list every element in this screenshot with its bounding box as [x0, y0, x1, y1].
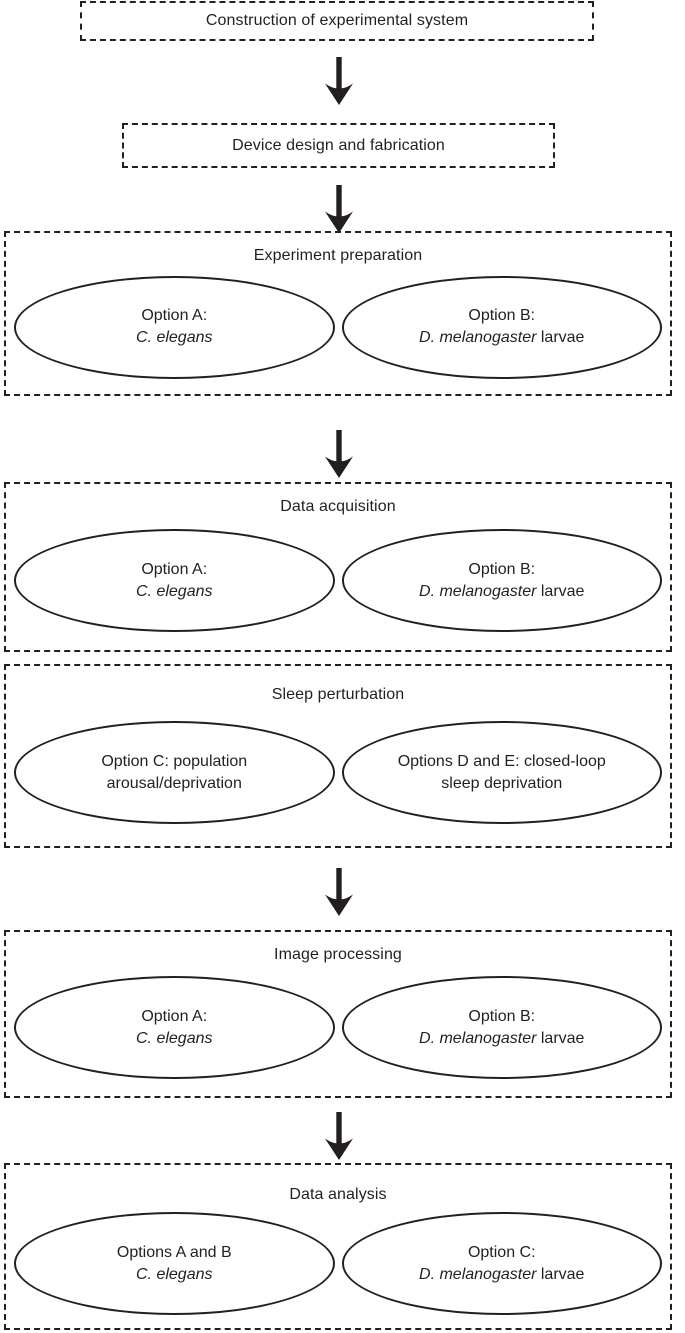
option-line1: Options D and E: closed-loop	[397, 752, 606, 770]
option-c-ellipse: Option C: D. melanogaster larvae	[341, 1212, 662, 1315]
section-data-acquisition: Data acquisition Option A: C. elegans Op…	[4, 482, 672, 652]
section-image-processing: Image processing Option A: C. elegans Op…	[4, 930, 672, 1098]
option-line1: Option B:	[468, 307, 536, 324]
section-title: Data acquisition	[280, 498, 396, 515]
option-line2: D. melanogaster larvae	[419, 1264, 584, 1286]
options-a-b-ellipse: Options A and B C. elegans	[14, 1212, 335, 1315]
option-line2: sleep deprivation	[441, 773, 562, 795]
option-line2: D. melanogaster larvae	[419, 327, 584, 349]
species-name: D. melanogaster	[419, 582, 537, 600]
options-d-e-ellipse: Options D and E: closed-loop sleep depri…	[341, 721, 662, 824]
option-line2: C. elegans	[136, 1028, 213, 1050]
options-row: Option C: population arousal/deprivation…	[6, 705, 670, 846]
option-line1: Options A and B	[116, 1243, 232, 1261]
option-line2: C. elegans	[136, 327, 213, 349]
section-sleep-perturbation: Sleep perturbation Option C: population …	[4, 664, 672, 848]
option-line2: C. elegans	[136, 581, 213, 603]
option-line2-rest: larvae	[536, 1265, 585, 1283]
option-line2: C. elegans	[136, 1264, 213, 1286]
option-a-ellipse: Option A: C. elegans	[14, 529, 335, 632]
species-name: C. elegans	[136, 582, 213, 600]
section-title: Data analysis	[289, 1186, 387, 1203]
option-line2-rest: sleep deprivation	[441, 774, 563, 792]
option-line1: Option C: population	[101, 752, 248, 770]
section-title: Image processing	[274, 946, 402, 963]
option-line1: Option B:	[468, 560, 536, 578]
section-title: Experiment preparation	[253, 247, 423, 264]
option-line1: Option B:	[468, 1007, 536, 1025]
option-line1: Option A:	[141, 307, 208, 324]
section-data-analysis: Data analysis Options A and B C. elegans…	[4, 1163, 672, 1330]
options-row: Option A: C. elegans Option B: D. melano…	[6, 965, 670, 1096]
option-line2: D. melanogaster larvae	[419, 581, 584, 603]
option-a-ellipse: Option A: C. elegans	[14, 275, 335, 379]
option-line2: D. melanogaster larvae	[419, 1028, 584, 1050]
down-arrow-icon	[322, 185, 356, 233]
section-title: Sleep perturbation	[271, 686, 405, 703]
options-row: Options A and B C. elegans Option C: D. …	[6, 1205, 670, 1328]
option-b-ellipse: Option B: D. melanogaster larvae	[341, 529, 662, 632]
option-line1: Option A:	[141, 1007, 208, 1025]
species-name: C. elegans	[136, 1029, 213, 1047]
option-b-ellipse: Option B: D. melanogaster larvae	[341, 275, 662, 379]
option-line2-rest: larvae	[536, 582, 585, 600]
down-arrow-icon	[322, 430, 356, 478]
species-name: D. melanogaster	[419, 1029, 537, 1047]
species-name: C. elegans	[136, 1265, 213, 1283]
down-arrow-icon	[322, 1112, 356, 1160]
option-line1: Option A:	[141, 560, 208, 578]
options-row: Option A: C. elegans Option B: D. melano…	[6, 266, 670, 394]
step-device-design-box: Device design and fabrication	[122, 123, 555, 168]
option-a-ellipse: Option A: C. elegans	[14, 976, 335, 1079]
option-line1: Option C:	[467, 1243, 536, 1261]
option-b-ellipse: Option B: D. melanogaster larvae	[341, 976, 662, 1079]
down-arrow-icon	[322, 868, 356, 916]
species-name: C. elegans	[136, 329, 213, 346]
species-name: D. melanogaster	[419, 329, 537, 346]
option-line2: arousal/deprivation	[107, 773, 242, 795]
step-construction-label: Construction of experimental system	[205, 12, 469, 29]
option-line2-rest: larvae	[536, 329, 585, 346]
option-line2-rest: larvae	[536, 1029, 585, 1047]
option-c-ellipse: Option C: population arousal/deprivation	[14, 721, 335, 824]
species-name: D. melanogaster	[419, 1265, 537, 1283]
down-arrow-icon	[322, 57, 356, 105]
options-row: Option A: C. elegans Option B: D. melano…	[6, 517, 670, 650]
option-line2-rest: arousal/deprivation	[106, 774, 242, 792]
step-construction-box: Construction of experimental system	[80, 1, 594, 41]
step-device-design-label: Device design and fabrication	[232, 136, 445, 154]
section-experiment-preparation: Experiment preparation Option A: C. eleg…	[4, 231, 672, 396]
